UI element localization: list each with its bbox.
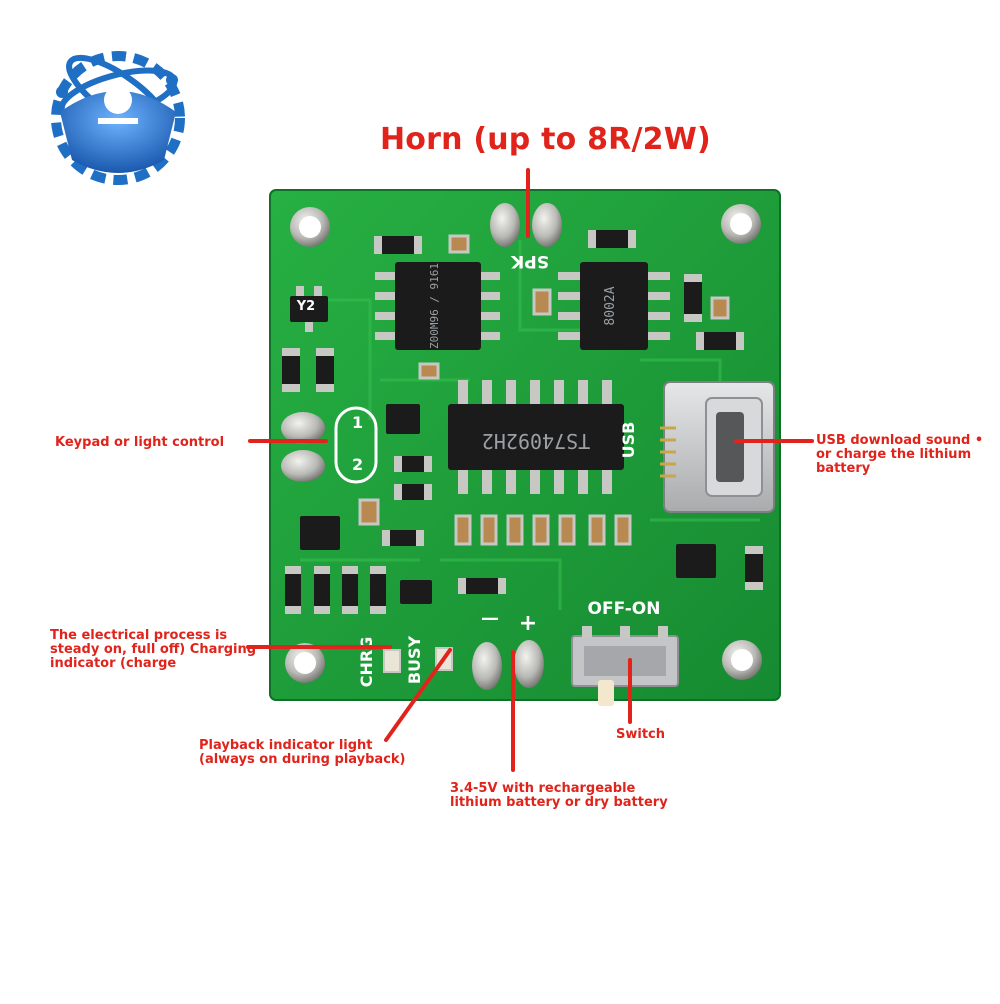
plus-silk-label: + (519, 611, 537, 636)
off-on-silk-label: OFF-ON (588, 599, 661, 619)
capacitors (358, 234, 730, 546)
speaker-solder-pads (490, 203, 562, 247)
annotation-pointer-lines (246, 168, 814, 772)
resistors (282, 230, 763, 614)
power-solder-pads (472, 640, 544, 690)
chip-main: TS74092H2 (448, 380, 624, 494)
chrg-silk-label: CHRG (357, 637, 376, 688)
key1-silk-label: 1 (352, 413, 363, 432)
spk-silk-label: SPK (510, 251, 549, 271)
keypad-annotation: Keypad or light control (55, 435, 225, 450)
busy-silk-label: BUSY (405, 635, 424, 684)
gear-atom-logo-icon (51, 51, 185, 185)
usb-silk-label: USB (619, 422, 638, 459)
keypad-solder-pads: 1 2 (281, 406, 378, 484)
transistors (290, 286, 716, 604)
switch-annotation: Switch (616, 727, 666, 742)
minus-silk-label: — (481, 608, 499, 629)
key2-silk-label: 2 (352, 455, 363, 474)
main-chip-marking: TS74092H2 (482, 429, 590, 453)
horn-annotation: Horn (up to 8R/2W) (380, 122, 711, 157)
usb-port (660, 381, 775, 513)
svg-text:Z00M96 / 9161: Z00M96 / 9161 (428, 263, 441, 349)
charging-annotation: The electrical process is steady on, ful… (50, 628, 257, 671)
amp-chip-marking: 8002A (603, 286, 618, 325)
silkscreen-labels: SPK USB OFF-ON CHRG BUSY — + Y2 (296, 251, 661, 687)
playback-annotation: Playback indicator light (always on duri… (199, 738, 406, 767)
playback-pointer-line (384, 648, 452, 742)
power-annotation: 3.4-5V with rechargeable lithium battery… (450, 781, 668, 810)
chip-left: Z00M96 / 9161 (375, 262, 500, 350)
slide-switch (571, 626, 679, 706)
chip-amplifier: 8002A (558, 262, 670, 350)
mounting-holes (285, 204, 762, 683)
usb-annotation: USB download sound • or charge the lithi… (816, 433, 984, 476)
y2-silk-label: Y2 (296, 299, 315, 314)
